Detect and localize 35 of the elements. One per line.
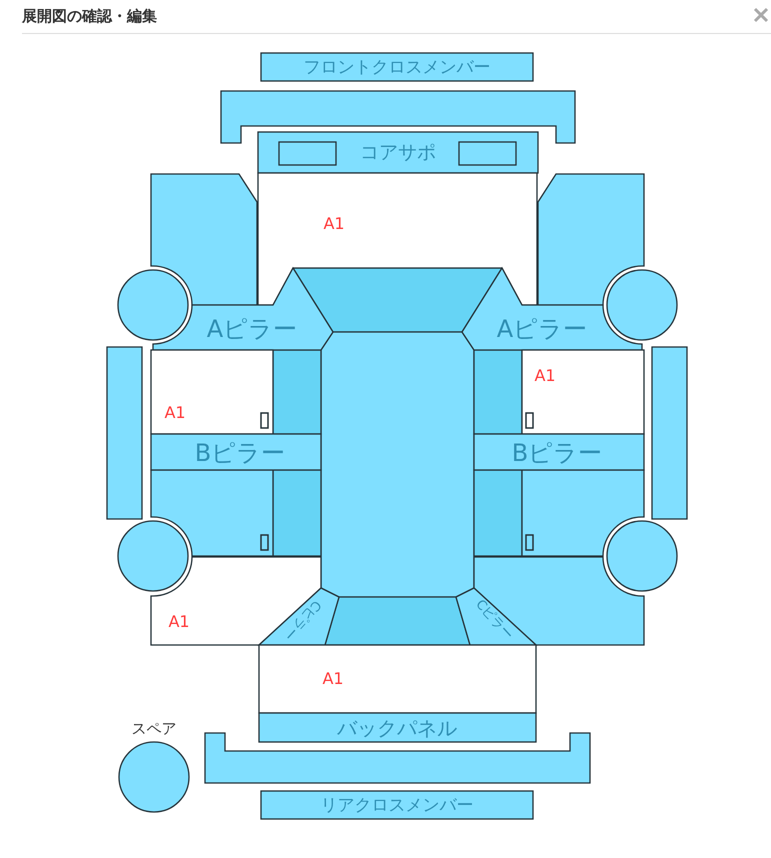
part-label: Aピラー (206, 317, 298, 341)
back-panel (259, 713, 536, 742)
cross-member-panel (261, 791, 533, 819)
bumper-shape (221, 91, 575, 143)
part-label: バックパネル (337, 718, 457, 738)
part-label: Cピラー (473, 598, 515, 642)
dialog-title: 展開図の確認・編集 (22, 7, 157, 26)
damage-code: A1 (534, 368, 556, 384)
damage-code: A1 (322, 671, 344, 687)
core-support-panel (258, 132, 538, 173)
door-panel (151, 350, 273, 434)
part-label: Cピラー (281, 598, 323, 642)
wheel (117, 269, 189, 341)
part-label: リアクロスメンバー (320, 798, 474, 814)
cross-member-panel (261, 53, 533, 81)
pillar-panel (474, 434, 644, 470)
damage-code: A1 (323, 216, 345, 232)
wheel (606, 269, 678, 341)
door-panel (522, 350, 644, 434)
part-label: スペア (132, 722, 176, 736)
part-label: Bピラー (194, 441, 286, 465)
pillar-panel (153, 268, 333, 350)
part-label: Aピラー (496, 317, 588, 341)
part-label: フロントクロスメンバー (304, 60, 490, 76)
trunk-panel (259, 645, 536, 713)
damage-code: A1 (164, 405, 186, 421)
quarter-panel (151, 557, 321, 645)
wheel (606, 520, 678, 592)
part-label: コアサポ (360, 144, 436, 162)
pillar-panel (462, 268, 642, 350)
wheel (117, 520, 189, 592)
pillar-panel (151, 434, 321, 470)
part-label: Bピラー (512, 441, 602, 465)
hood-panel (258, 173, 537, 305)
damage-code: A1 (168, 614, 190, 630)
